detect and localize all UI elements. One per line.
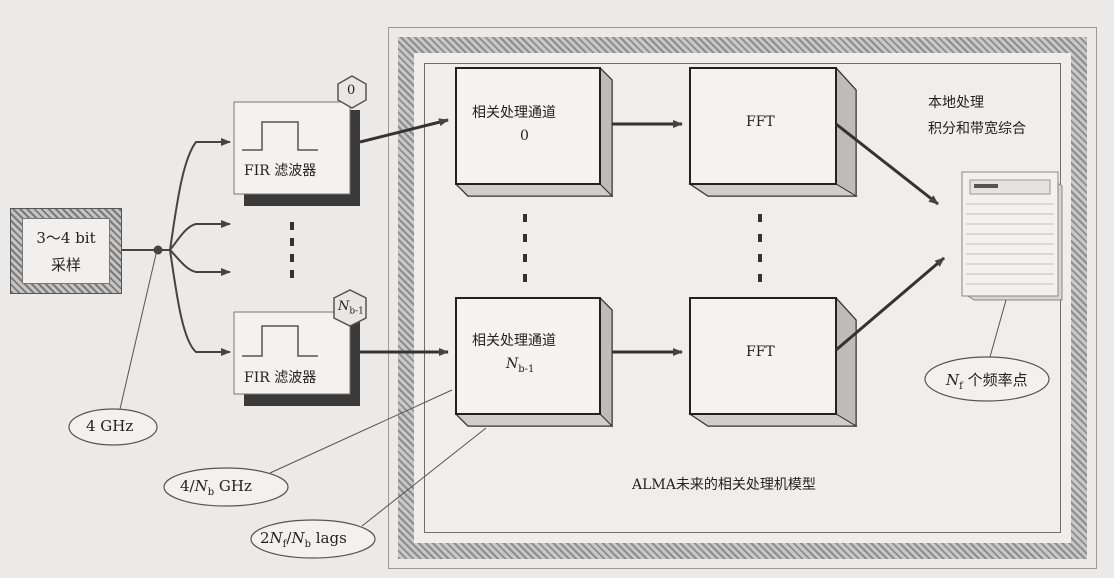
lags-var2: N — [291, 529, 304, 547]
correlator-channel-0-title: 相关处理通道 — [472, 102, 556, 122]
fir-filter-nb-1-tag-var: N — [338, 299, 349, 314]
correlator-to-fft-arrows — [612, 124, 682, 352]
fft-block-nb-1-label: FFT — [746, 344, 775, 360]
channel-rate-var: N — [195, 477, 208, 495]
freq-points-text: 个频率点 — [963, 371, 1028, 389]
fft-ellipsis — [758, 214, 762, 282]
diagram-caption: ALMA未来的相关处理机模型 — [632, 474, 816, 494]
fir-filter-nb-1-tag: Nb-1 — [338, 299, 364, 317]
lags-post: lags — [311, 529, 347, 547]
freq-points-callout: Nf 个频率点 — [946, 369, 1028, 392]
lags-callout: 2Nf/Nb lags — [260, 529, 347, 550]
local-processing-title: 本地处理 — [928, 92, 984, 112]
channel-rate-post: GHz — [214, 477, 252, 495]
filter-ellipsis — [290, 222, 294, 278]
freq-points-var: N — [946, 371, 959, 389]
fft-block-nb-1 — [690, 298, 856, 426]
correlator-channel-nb-1-title: 相关处理通道 — [472, 330, 556, 350]
fir-filter-0-tag: 0 — [347, 83, 355, 98]
lags-var1: N — [270, 529, 283, 547]
correlator-nb-1-var: N — [506, 356, 518, 372]
fir-filter-nb-1-label: FIR 滤波器 — [244, 367, 316, 387]
fir-filter-nb-1-tag-sub: b-1 — [349, 307, 364, 317]
filter-output-arrows — [360, 120, 448, 352]
correlator-channel-0 — [456, 68, 612, 196]
local-processing-computer — [962, 172, 1062, 300]
correlator-ellipsis — [523, 214, 527, 282]
fft-block-0-label: FFT — [746, 114, 775, 130]
correlator-channel-0-index: 0 — [520, 128, 529, 144]
fft-block-0 — [690, 68, 856, 196]
correlator-channel-nb-1-index: Nb-1 — [506, 356, 534, 375]
local-processing-subtitle: 积分和带宽综合 — [928, 118, 1026, 138]
lags-pre: 2 — [260, 529, 270, 547]
sampling-rate-callout: 4 GHz — [86, 417, 133, 435]
channel-rate-pre: 4/ — [180, 477, 195, 495]
fanout-lines — [122, 142, 230, 352]
correlator-nb-1-sub: b-1 — [518, 364, 534, 375]
channel-rate-callout: 4/Nb GHz — [180, 477, 252, 498]
fir-filter-0-label: FIR 滤波器 — [244, 160, 316, 180]
